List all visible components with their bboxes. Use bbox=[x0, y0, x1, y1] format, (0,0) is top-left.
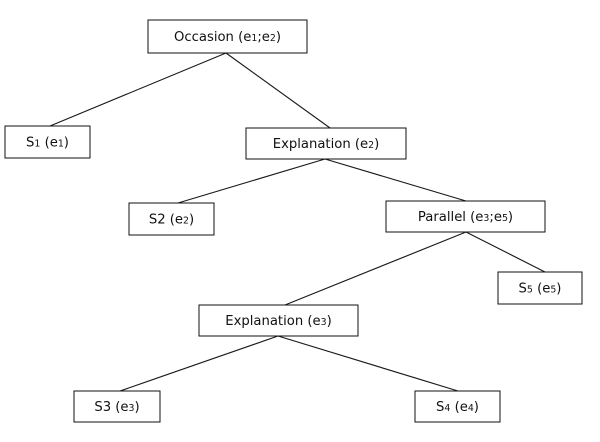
node-box-explanation3 bbox=[198, 304, 359, 337]
tree-edge-occasion-to-s1 bbox=[49, 52, 227, 127]
node-label-s4: S4 (e4) bbox=[436, 400, 479, 415]
tree-node-s3[interactable]: S3 (e3) bbox=[73, 390, 161, 423]
tree-node-occasion[interactable]: Occasion (e1;e2) bbox=[147, 19, 308, 54]
tree-edge-occasion-to-explanation2 bbox=[225, 52, 331, 129]
node-label-s2: S2 (e2) bbox=[149, 213, 194, 228]
tree-edge-explanation3-to-s4 bbox=[277, 335, 459, 392]
node-box-occasion bbox=[147, 19, 308, 54]
node-box-s2 bbox=[128, 202, 215, 236]
node-label-explanation3: Explanation (e3) bbox=[225, 314, 332, 329]
tree-edge-parallel-to-s5 bbox=[465, 231, 546, 273]
node-label-s1: S1 (e1) bbox=[26, 136, 69, 151]
tree-node-explanation3[interactable]: Explanation (e3) bbox=[198, 304, 359, 337]
node-box-s5 bbox=[497, 271, 583, 305]
node-label-explanation2: Explanation (e2) bbox=[273, 137, 380, 152]
tree-node-s5[interactable]: S5 (e5) bbox=[497, 271, 583, 305]
node-box-s3 bbox=[73, 390, 161, 423]
tree-node-s2[interactable]: S2 (e2) bbox=[128, 202, 215, 236]
tree-edge-explanation2-to-parallel bbox=[324, 158, 467, 202]
node-box-explanation2 bbox=[245, 127, 407, 160]
edge-layer bbox=[49, 52, 546, 392]
tree-node-s4[interactable]: S4 (e4) bbox=[414, 390, 501, 423]
node-label-parallel: Parallel (e3;e5) bbox=[418, 210, 513, 225]
tree-node-explanation2[interactable]: Explanation (e2) bbox=[245, 127, 407, 160]
tree-node-s1[interactable]: S1 (e1) bbox=[4, 125, 91, 159]
node-box-s4 bbox=[414, 390, 501, 423]
node-label-s3: S3 (e3) bbox=[94, 400, 139, 415]
tree-edge-explanation2-to-s2 bbox=[177, 158, 326, 204]
node-box-parallel bbox=[385, 200, 546, 233]
tree-node-parallel[interactable]: Parallel (e3;e5) bbox=[385, 200, 546, 233]
node-layer: Occasion (e1;e2) S1 (e1) Explanation (e2) S… bbox=[4, 19, 583, 423]
node-label-occasion: Occasion (e1;e2) bbox=[174, 30, 281, 45]
tree-edge-explanation3-to-s3 bbox=[119, 335, 279, 392]
node-label-s5: S5 (e5) bbox=[519, 282, 562, 297]
tree-edge-parallel-to-explanation3 bbox=[284, 231, 467, 306]
node-box-s1 bbox=[4, 125, 91, 159]
